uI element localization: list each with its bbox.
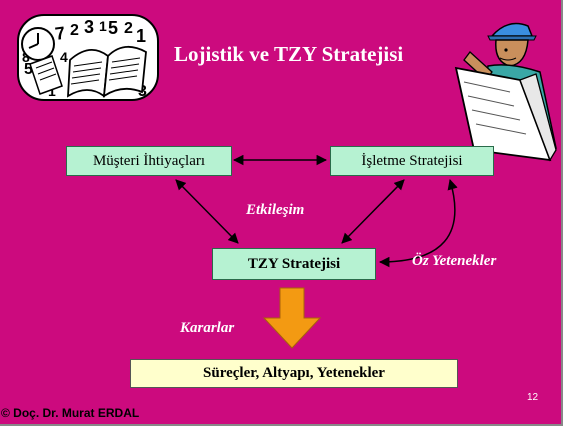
connector-oz-yetenekler <box>378 178 458 268</box>
connector-isletme-tzy <box>341 179 405 244</box>
node-tzy-stratejisi: TZY Stratejisi <box>212 248 376 280</box>
svg-text:3: 3 <box>84 17 94 37</box>
svg-text:1: 1 <box>136 26 146 46</box>
footer-copyright: © Doç. Dr. Murat ERDAL <box>1 406 140 420</box>
node-surecler-altyapi-yetenekler: Süreçler, Altyapı, Yetenekler <box>130 359 458 388</box>
label-etkilesim: Etkileşim <box>246 202 305 218</box>
svg-text:7: 7 <box>54 23 67 44</box>
page-number: 12 <box>527 392 539 403</box>
svg-text:5: 5 <box>24 61 33 78</box>
svg-text:2: 2 <box>124 20 133 37</box>
node-musteri-ihtiyaclari: Müşteri İhtiyaçları <box>66 146 232 176</box>
label-kararlar: Kararlar <box>180 320 235 336</box>
svg-text:1: 1 <box>48 83 56 99</box>
page-title: Lojistik ve TZY Stratejisi <box>174 42 404 66</box>
svg-text:1: 1 <box>99 18 107 34</box>
node-isletme-stratejisi: İşletme Stratejisi <box>330 146 494 176</box>
svg-text:5: 5 <box>108 18 118 38</box>
svg-text:4: 4 <box>60 49 68 65</box>
label-oz-yetenekler: Öz Yetenekler <box>412 253 497 269</box>
kararlar-down-arrow <box>262 287 322 349</box>
svg-text:8: 8 <box>22 49 30 65</box>
svg-text:2: 2 <box>70 22 79 39</box>
connector-musteri-tzy <box>175 179 239 244</box>
